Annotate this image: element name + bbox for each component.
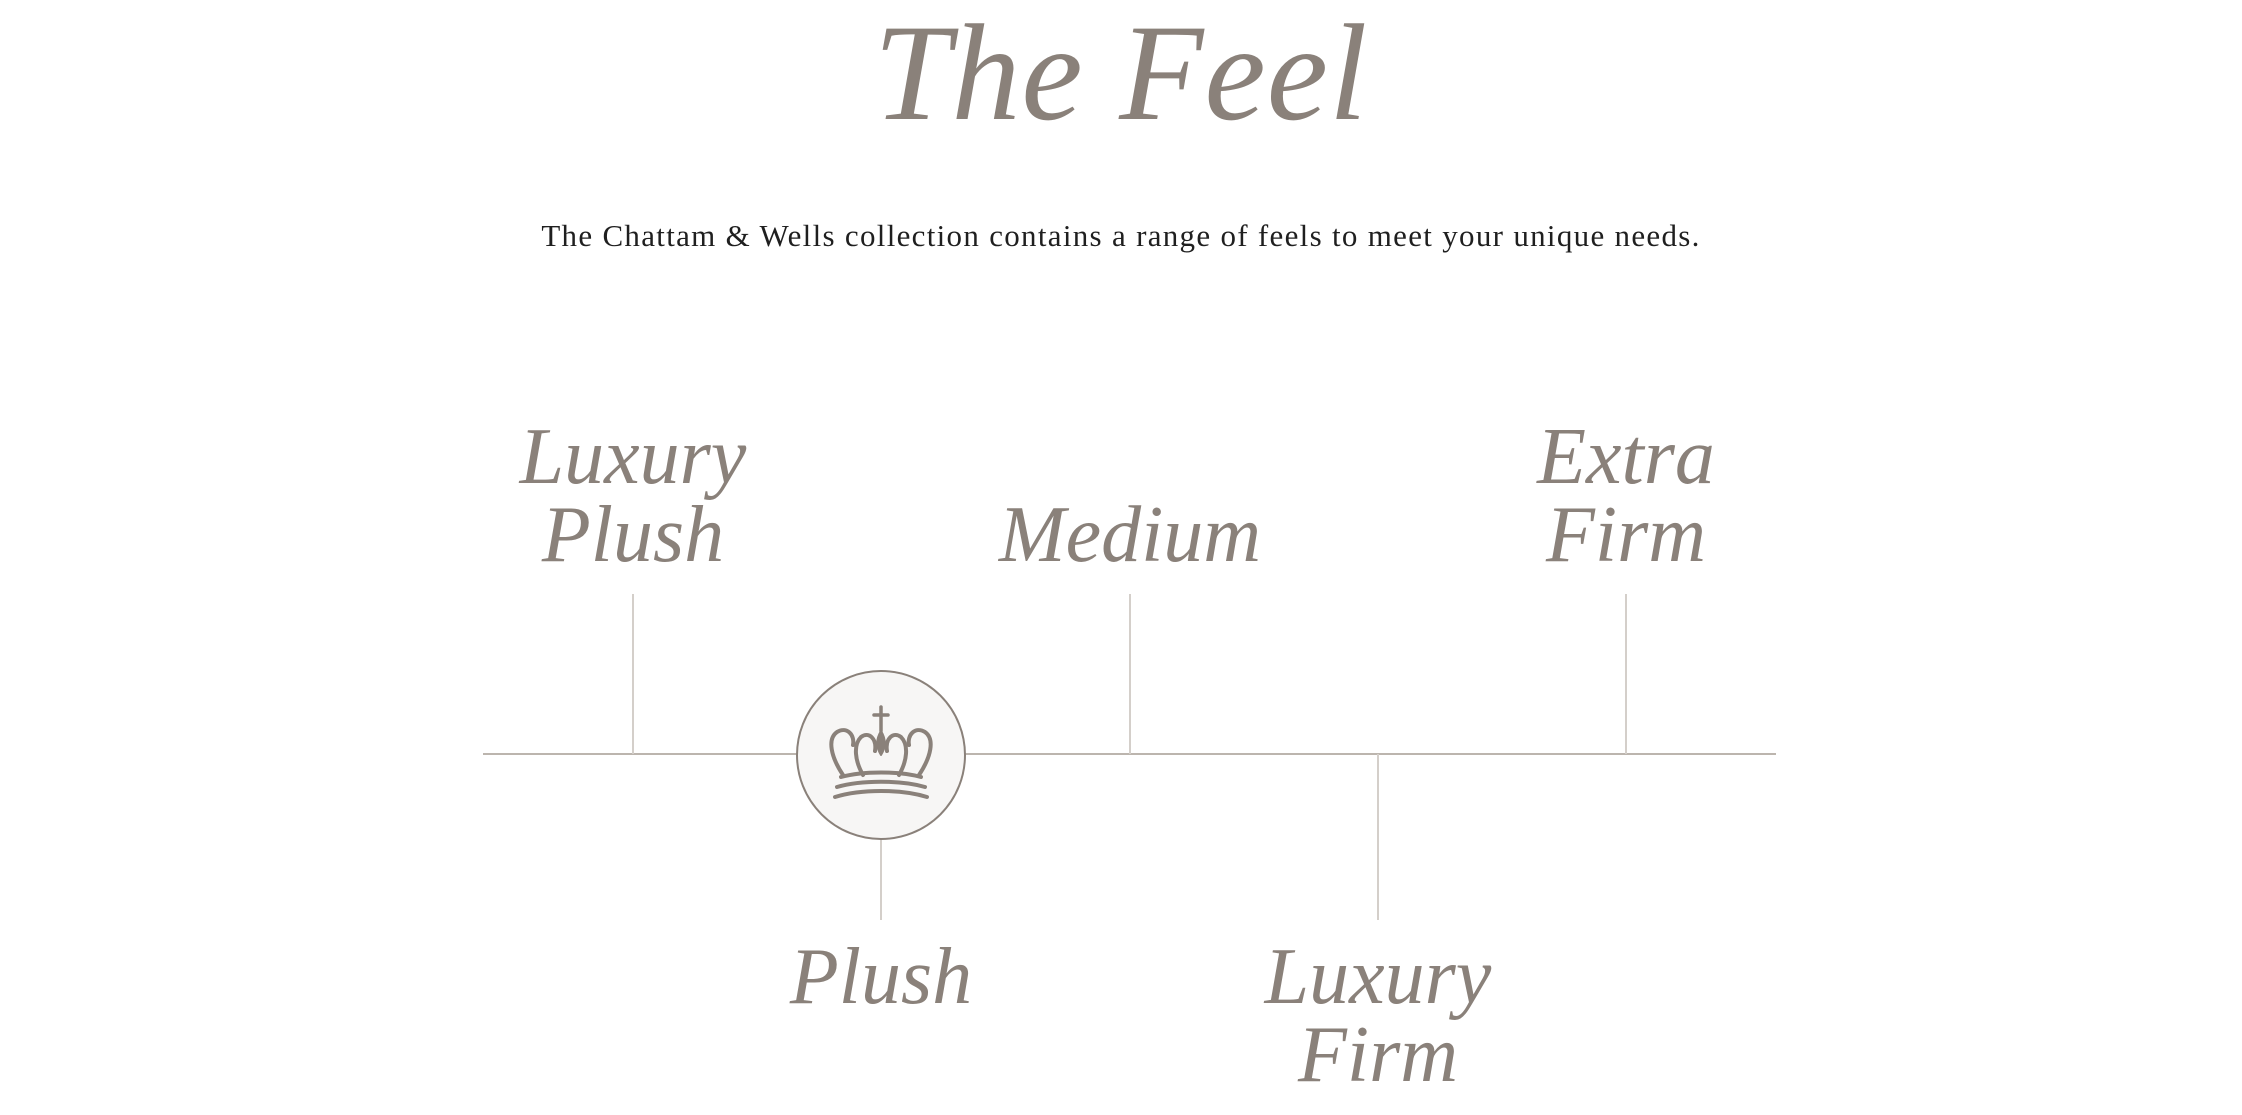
feel-tick-luxury-plush (632, 594, 634, 754)
feel-tick-extra-firm (1625, 594, 1627, 754)
feel-option-plush[interactable]: Plush (789, 933, 973, 1021)
feel-option-luxury-plush[interactable]: Luxury Plush (519, 413, 747, 579)
crown-icon (829, 705, 933, 799)
feel-tick-luxury-firm (1377, 754, 1379, 920)
selected-feel-marker[interactable] (796, 670, 966, 840)
feel-option-extra-firm[interactable]: Extra Firm (1537, 413, 1715, 579)
feel-option-luxury-firm[interactable]: Luxury Firm (1264, 933, 1492, 1099)
page-subtitle: The Chattam & Wells collection contains … (541, 218, 1701, 253)
feel-scale-line (483, 753, 1776, 755)
feel-option-medium[interactable]: Medium (998, 491, 1262, 579)
feel-tick-medium (1129, 594, 1131, 754)
page-title: The Feel (873, 0, 1369, 149)
